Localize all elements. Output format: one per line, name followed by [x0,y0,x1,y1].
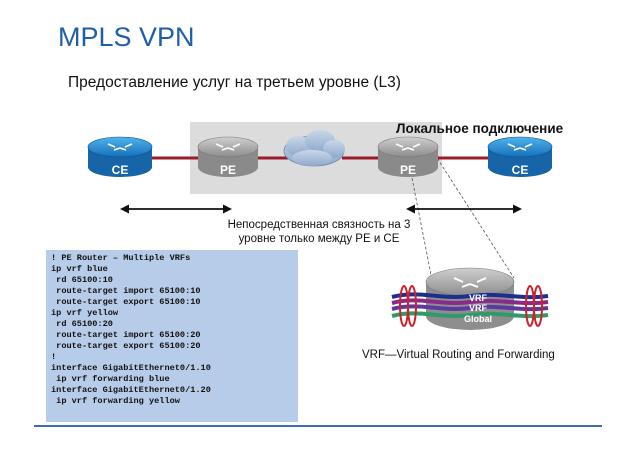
config-line: interface GigabitEthernet0/1.20 [51,385,211,395]
vrf-caption: VRF—Virtual Routing and Forwarding [362,349,555,361]
config-line: interface GigabitEthernet0/1.10 [51,363,211,373]
pe-right-router-icon [377,136,439,177]
config-line: ip vrf blue [51,264,108,274]
config-line: route-target import 65100:20 [51,330,201,340]
local-connection-label: Локальное подключение [396,121,564,136]
ce-left-label: CE [112,163,129,177]
config-line: route-target import 65100:10 [51,286,201,296]
vrf-label-1: VRF [469,293,488,303]
config-line: route-target export 65100:20 [51,341,201,351]
connectivity-note: Непосредственная связность на 3 уровне т… [227,219,411,245]
zoom-line-right [431,149,515,279]
connectivity-arrow-right [406,204,522,214]
pe-right-label: PE [400,163,416,177]
config-line: rd 65100:10 [51,275,113,285]
vrf-label-global: Global [464,314,492,324]
zoom-line-left [411,177,433,281]
config-line: route-target export 65100:10 [51,297,201,307]
config-line: ! PE Router – Multiple VRFs [51,253,191,263]
page-subtitle: Предоставление услуг на третьем уровне (… [68,74,401,91]
page-title: MPLS VPN [58,22,195,52]
footer-divider [34,425,602,427]
pe-left-router-icon [197,136,259,177]
pe-left-label: PE [220,163,236,177]
config-line: ip vrf yellow [51,308,119,318]
config-line: ip vrf forwarding yellow [51,396,180,406]
connectivity-arrow-left [120,204,232,214]
config-line: rd 65100:20 [51,319,113,329]
vrf-label-2: VRF [469,303,488,313]
vrf-router-icon [391,267,549,330]
config-line: ip vrf forwarding blue [51,374,170,384]
config-line: ! [51,352,57,362]
ce-right-label: CE [512,163,529,177]
ce-right-router-icon [487,136,553,177]
mpls-cloud-icon [283,130,345,167]
ce-left-router-icon [87,136,153,177]
